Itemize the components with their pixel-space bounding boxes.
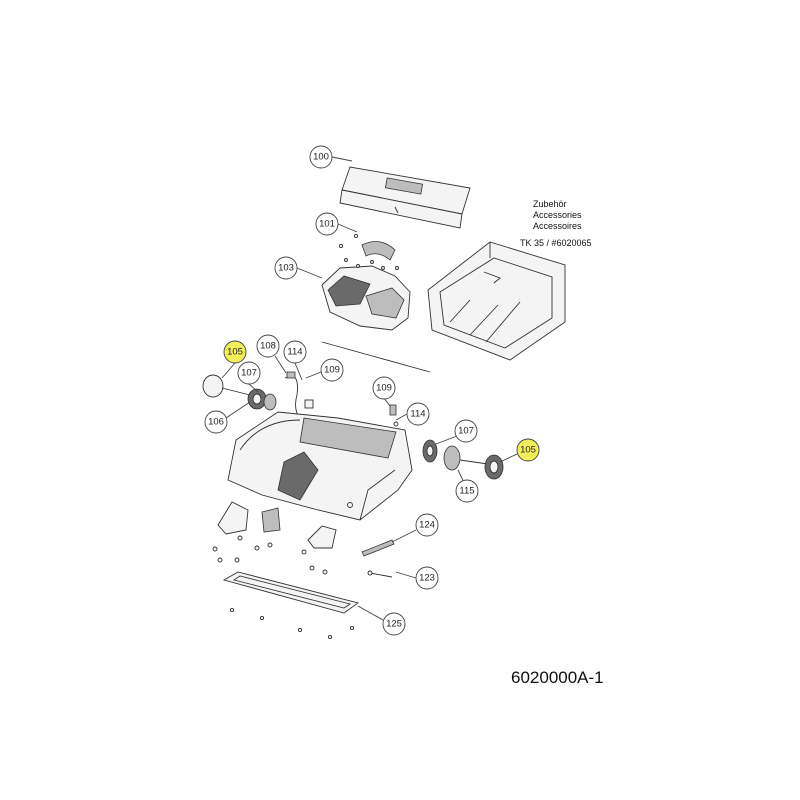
leader-lines [221, 156, 518, 621]
part-grass-box [427, 241, 566, 361]
svg-text:101: 101 [319, 219, 335, 230]
part-107-right-gear [422, 439, 438, 463]
part-axle-rod [321, 341, 431, 373]
part-bottom-brackets [212, 501, 337, 575]
svg-text:109: 109 [324, 365, 340, 376]
callout-125: 125 [382, 612, 406, 636]
svg-text:109: 109 [376, 383, 392, 394]
svg-text:106: 106 [208, 417, 224, 428]
part-103-motor-housing [321, 258, 411, 331]
part-123-screw [367, 570, 393, 578]
part-100-cover [339, 166, 471, 229]
svg-text:107: 107 [241, 368, 257, 379]
callout-114-right: 114 [406, 402, 430, 426]
accessories-kit-number: TK 35 / #6020065 [520, 238, 592, 248]
part-109-right-clip [389, 404, 399, 427]
part-main-deck [227, 411, 413, 521]
callout-103: 103 [274, 256, 298, 280]
callout-107-left: 107 [237, 361, 261, 385]
callout-105-left: 105 [223, 340, 247, 364]
accessories-label-en: Accessories [533, 210, 582, 220]
part-105-right-wheel-cap [484, 454, 504, 480]
callout-107-right: 107 [454, 419, 478, 443]
callout-115: 115 [455, 479, 479, 503]
part-105-left-wheel-cap [202, 374, 251, 398]
callout-114-left: 114 [283, 340, 307, 364]
part-124-strip [361, 539, 395, 557]
callout-105-right: 105 [516, 438, 540, 462]
svg-text:114: 114 [287, 347, 302, 358]
svg-text:100: 100 [313, 152, 329, 163]
svg-text:107: 107 [458, 426, 474, 437]
part-107-left-gear [247, 388, 277, 411]
svg-text:124: 124 [419, 520, 435, 531]
part-115-right-wheel [443, 445, 489, 471]
svg-text:114: 114 [410, 409, 425, 420]
part-125-plate [222, 571, 360, 640]
callout-109-left: 109 [320, 358, 344, 382]
svg-text:123: 123 [419, 573, 435, 584]
svg-text:108: 108 [260, 341, 276, 352]
svg-text:105: 105 [227, 347, 243, 358]
svg-text:103: 103 [278, 263, 294, 274]
callout-108: 108 [256, 334, 280, 358]
part-101-bracket [338, 233, 396, 261]
svg-text:125: 125 [386, 619, 402, 630]
callout-106: 106 [204, 410, 228, 434]
svg-text:105: 105 [520, 445, 536, 456]
document-number: 6020000A-1 [511, 668, 604, 687]
callout-123: 123 [415, 566, 439, 590]
accessories-label-fr: Accessoires [533, 221, 582, 231]
part-108-spring [284, 371, 314, 419]
accessories-label-de: Zubehör [533, 199, 567, 209]
callout-101: 101 [315, 212, 339, 236]
callout-100: 100 [309, 145, 333, 169]
svg-text:115: 115 [459, 486, 474, 497]
callout-109-right: 109 [372, 376, 396, 400]
callout-124: 124 [415, 513, 439, 537]
